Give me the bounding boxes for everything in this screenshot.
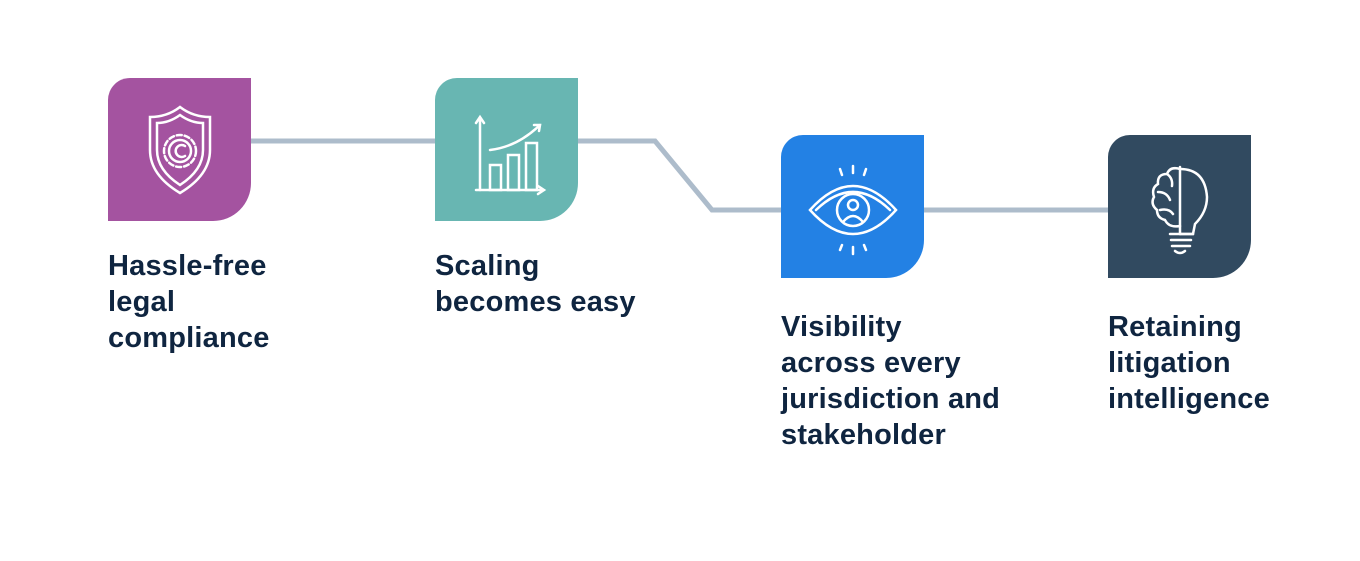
- step-1-label: Hassle-free legal compliance: [108, 250, 270, 354]
- step-2-icon-tile: [435, 78, 578, 221]
- step-4-label: Retaining litigation intelligence: [1108, 311, 1270, 415]
- brain-lightbulb-icon: [1150, 165, 1208, 254]
- step-2-label: Scaling becomes easy: [435, 250, 636, 318]
- shield-copyright-gear-icon: [148, 104, 211, 194]
- growth-chart-icon: [474, 114, 546, 195]
- step-1-icon-tile: [108, 78, 251, 221]
- step-3-label: Visibility across every jurisdiction and…: [781, 311, 1001, 451]
- step-4-icon-tile: [1108, 135, 1251, 278]
- step-3-icon-tile: [781, 135, 924, 278]
- eye-person-icon: [807, 164, 898, 255]
